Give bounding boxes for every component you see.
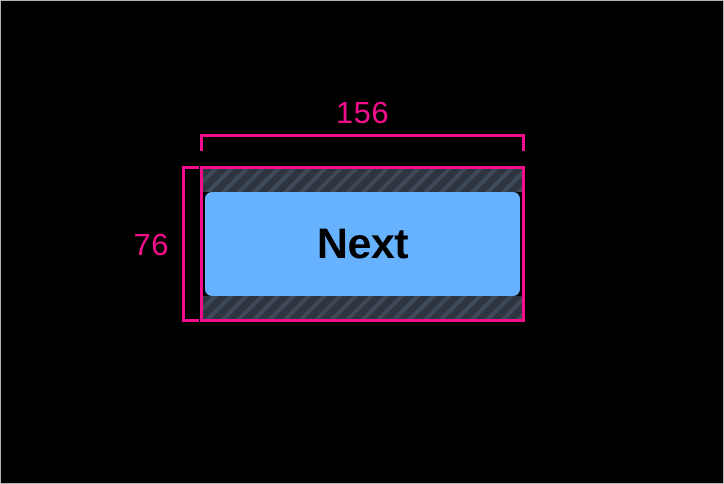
top-padding-hatch	[203, 169, 522, 192]
width-measurement-label: 156	[335, 95, 390, 130]
height-measurement-label: 76	[133, 227, 169, 262]
next-button-label: Next	[316, 219, 409, 268]
measured-element-bounds: Next	[200, 166, 525, 322]
width-dimension-bracket	[200, 134, 525, 151]
next-button[interactable]: Next	[205, 192, 520, 296]
bottom-padding-hatch	[203, 296, 522, 319]
height-dimension-bracket	[182, 166, 199, 322]
